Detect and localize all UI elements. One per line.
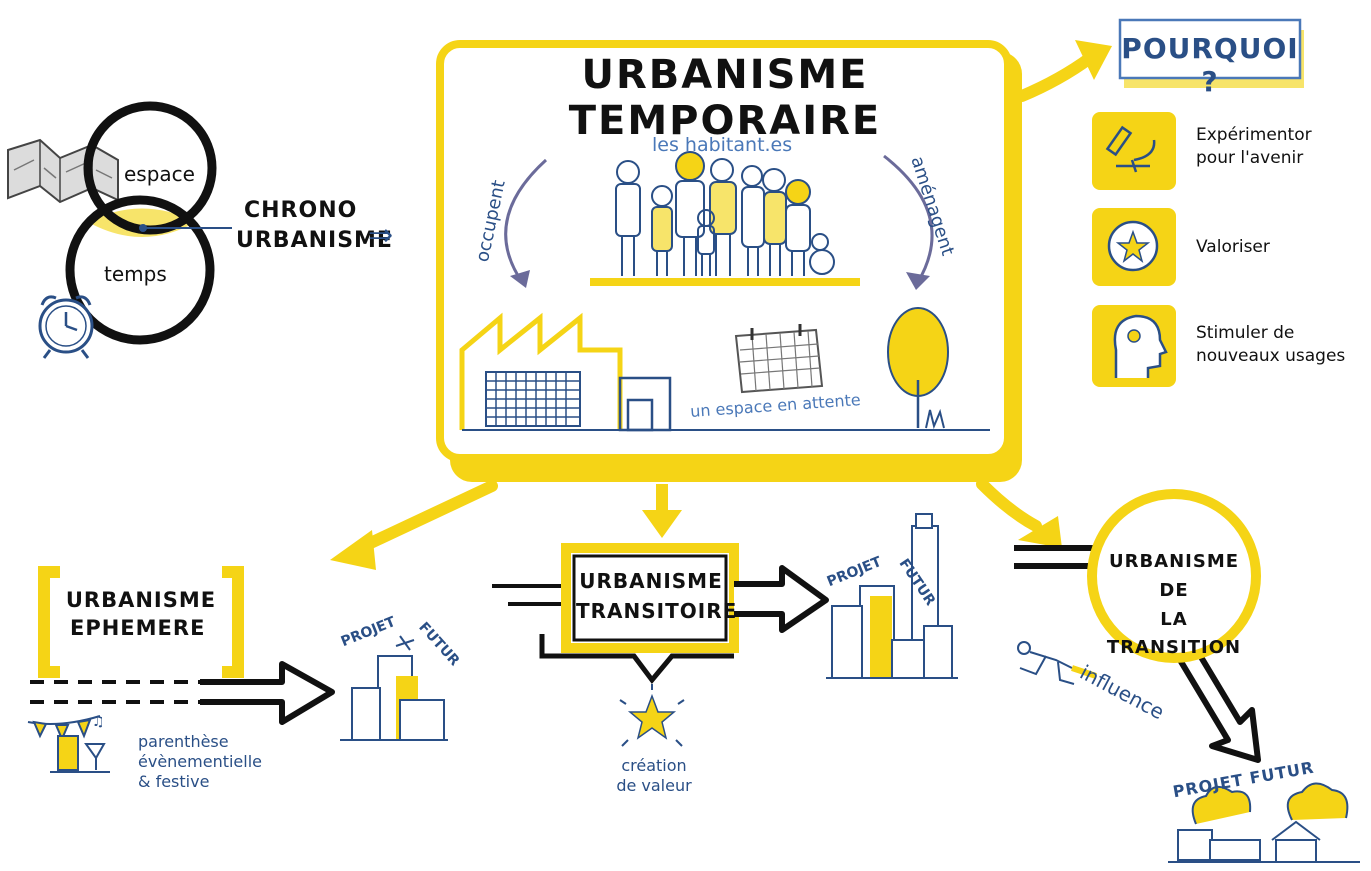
calendar-icon xyxy=(734,324,824,394)
experiment-tile xyxy=(1092,112,1176,190)
ephemere-note: parenthèse évènementielle & festive xyxy=(138,732,263,791)
habitants-label: les habitant.es xyxy=(652,134,793,156)
party-icon: ♫ xyxy=(27,714,110,773)
pourquoi-item-experimenter: Expérimentor pour l'avenir xyxy=(1196,125,1312,168)
buildings-ephemere xyxy=(340,635,448,741)
ephemere-label: URBANISME EPHEMERE xyxy=(65,588,217,641)
transition-label: URBANISME DE LA TRANSITION xyxy=(1106,551,1242,659)
temps-label: temps xyxy=(104,262,167,286)
factory-illustration xyxy=(459,312,990,432)
espace-label: espace xyxy=(124,162,195,186)
alarm-clock-icon xyxy=(38,295,94,359)
pourquoi-item-valoriser: Valoriser xyxy=(1196,237,1270,257)
chrono-arrow: ⇒ xyxy=(368,218,394,253)
future-village xyxy=(1168,782,1360,863)
temps-circle xyxy=(65,195,215,345)
creation-label: création de valeur xyxy=(616,756,692,795)
runner-icon xyxy=(1017,641,1097,685)
star-icon xyxy=(1107,220,1159,272)
temporaire-title: URBANISME TEMPORAIRE xyxy=(568,52,882,144)
chrono-diagram xyxy=(7,101,232,359)
pourquoi-title: POURQUOI ? xyxy=(1121,32,1299,98)
head-idea-icon xyxy=(1113,314,1168,378)
buildings-transitoire xyxy=(826,513,958,679)
transitoire-label: URBANISME TRANSITOIRE xyxy=(576,569,738,623)
espace-circle xyxy=(83,101,217,235)
inhabitants-illustration xyxy=(590,151,860,286)
microscope-icon xyxy=(1105,125,1156,173)
svg-text:♫: ♫ xyxy=(92,714,105,730)
chrono-label: CHRONO URBANISME xyxy=(236,198,393,253)
tree-illustration xyxy=(887,307,949,430)
pourquoi-item-stimuler: Stimuler de nouveaux usages xyxy=(1196,323,1346,366)
creation-star-icon xyxy=(619,684,685,747)
